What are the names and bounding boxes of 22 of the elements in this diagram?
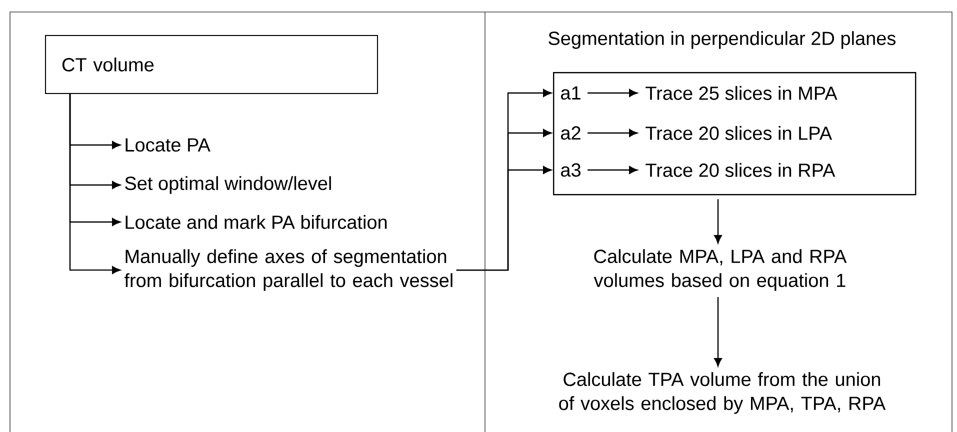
panel-heading: Segmentation in perpendicular 2D planes — [548, 31, 896, 49]
step-text: Calculate MPA, LPA and RPA volumes based on equation 1 — [594, 249, 847, 291]
process-box: CT volume — [45, 35, 378, 94]
step-label: Trace 25 slices in MPA — [646, 86, 838, 100]
arrow — [69, 93, 121, 274]
arrow — [588, 89, 638, 97]
step-label: Trace 20 slices in LPA — [646, 126, 832, 140]
step-text: Calculate TPA volume from the union of voxels enclosed by MPA, TPA, RPA — [559, 372, 886, 414]
arrow — [714, 199, 722, 244]
arrow — [714, 297, 722, 366]
step-label: a2 — [561, 126, 580, 140]
arrow — [456, 166, 552, 271]
step-text: Locate and mark PA bifurcation — [126, 215, 387, 229]
step-label: Trace 20 slices in RPA — [646, 163, 836, 177]
step-label: a3 — [561, 163, 580, 177]
process-box — [553, 72, 916, 196]
step-text: Manually define axes of segmentation from bifurcation parallel to each vessel — [124, 249, 452, 291]
arrow — [588, 166, 638, 174]
step-text: Locate PA — [126, 138, 210, 152]
step-text: Set optimal window/level — [125, 176, 331, 194]
step-label: a1 — [561, 86, 580, 100]
arrow — [588, 129, 638, 137]
